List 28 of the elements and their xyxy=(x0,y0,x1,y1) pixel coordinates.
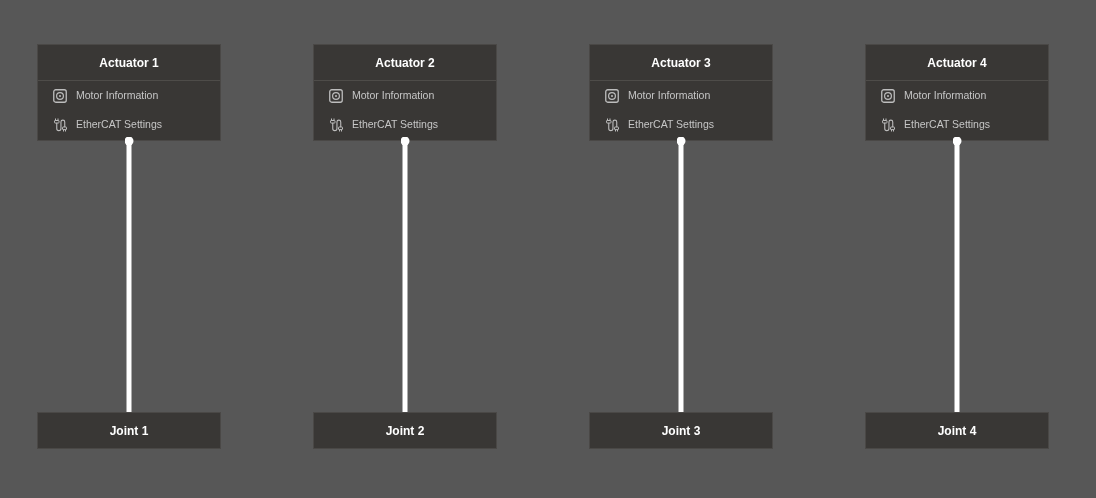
menu-card xyxy=(589,44,773,141)
title-box xyxy=(865,412,1049,449)
connector-line xyxy=(400,136,410,412)
card-title: Joint 1 xyxy=(109,423,149,438)
menu-card xyxy=(865,44,1049,141)
card-title: Joint 2 xyxy=(385,423,425,438)
menu-item-label: EtherCAT Settings xyxy=(76,118,162,131)
card-title: Actuator 2 xyxy=(375,55,435,70)
connector-line xyxy=(124,136,134,412)
menu-item-label: Motor Information xyxy=(352,89,435,102)
menu-item-label: EtherCAT Settings xyxy=(352,118,438,131)
menu-item-label: Motor Information xyxy=(628,89,711,102)
menu-item-label: Motor Information xyxy=(904,89,987,102)
title-box xyxy=(313,412,497,449)
card-title: Actuator 3 xyxy=(651,55,711,70)
connector-line xyxy=(676,136,686,412)
title-box xyxy=(589,412,773,449)
menu-card xyxy=(313,44,497,141)
menu-item-label: EtherCAT Settings xyxy=(628,118,714,131)
title-box xyxy=(37,412,221,449)
menu-item-label: Motor Information xyxy=(76,89,159,102)
connector-line xyxy=(952,136,962,412)
card-title: Actuator 4 xyxy=(927,55,987,70)
card-title: Actuator 1 xyxy=(99,55,159,70)
menu-card xyxy=(37,44,221,141)
card-title: Joint 3 xyxy=(661,423,701,438)
card-title: Joint 4 xyxy=(937,423,977,438)
menu-item-label: EtherCAT Settings xyxy=(904,118,990,131)
